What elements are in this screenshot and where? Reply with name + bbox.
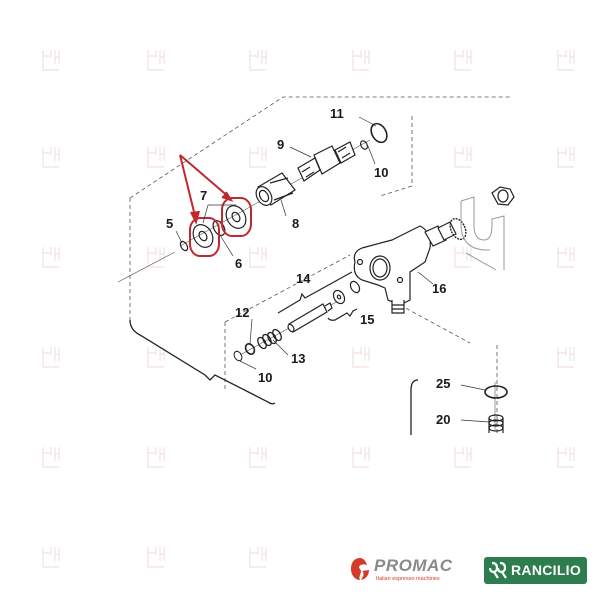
watermark-logo-icon [454,147,472,168]
watermark-logo-icon [352,50,370,71]
mounting-bracket [460,196,505,271]
watermark-logo-icon [557,347,575,368]
watermark-logo-icon [147,50,165,71]
label-part-11: 11 [330,106,344,121]
label-part-15: 15 [360,312,374,327]
label-part-14: 14 [296,271,311,286]
part-16-valve-body[interactable] [353,221,457,314]
watermark-logo-icon [557,247,575,268]
hex-nut[interactable] [491,186,515,206]
label-part-8: 8 [292,216,299,231]
promac-wordmark: PROMAC [374,556,453,575]
part-7-washer-b[interactable] [222,202,250,232]
label-part-16: 16 [432,281,446,296]
part-15-seals[interactable] [331,280,361,306]
watermark-logo-icon [147,547,165,568]
label-part-20: 20 [436,412,450,427]
part-10-o-ring-lower[interactable] [232,350,243,362]
label-part-12: 12 [235,305,249,320]
watermark-logo-icon [249,50,267,71]
lock-washer[interactable] [447,216,469,242]
part-9-threaded-fitting[interactable] [297,141,356,182]
part-10-o-ring-top[interactable] [359,140,369,151]
watermark-logo-icon [249,247,267,268]
part-14-piston[interactable] [287,302,333,333]
part-labels: 5 7 6 8 9 11 10 14 15 16 12 13 10 25 20 [166,106,450,427]
watermark-logo-icon [147,247,165,268]
watermark-logo-icon [42,347,60,368]
promac-tagline: Italian espresso machines [376,576,440,582]
label-part-10-top: 10 [374,165,388,180]
watermark-logo-icon [147,447,165,468]
group-brace [277,271,358,321]
watermark-logo-icon [42,447,60,468]
promac-swirl-icon [351,558,369,580]
part-11-o-ring[interactable] [368,121,390,145]
label-part-7: 7 [200,188,207,203]
part-25-o-ring[interactable] [484,385,508,399]
watermark-logo-icon [249,147,267,168]
highlight-annotation [179,154,252,257]
watermark-logo-icon [557,147,575,168]
rancilio-logo: RANCILIO [484,557,587,584]
promac-logo: PROMAC Italian espresso machines [346,555,471,585]
rancilio-wordmark: RANCILIO [511,562,582,578]
watermark-logo-icon [352,447,370,468]
part-12-seal[interactable] [244,342,256,356]
part-20-spring[interactable] [488,414,504,433]
label-part-9: 9 [277,137,284,152]
assembly-brace [129,319,419,435]
part-7-washer-a[interactable] [189,221,217,251]
label-part-5: 5 [166,216,173,231]
leader-lines [175,116,490,423]
assembly-outline [129,96,512,435]
watermark-logo-icon [352,347,370,368]
watermark-logo-icon [42,247,60,268]
watermark-logo-icon [42,147,60,168]
watermark-logo-icon [557,50,575,71]
label-part-6: 6 [235,256,242,271]
watermark-logo-icon [454,447,472,468]
watermark-logo-icon [557,447,575,468]
label-part-13: 13 [291,351,305,366]
watermark-logo-icon [249,547,267,568]
watermark-logo-icon [147,347,165,368]
watermark-logo-icon [147,147,165,168]
rancilio-emblem-icon [489,561,507,579]
label-part-25: 25 [436,376,450,391]
label-part-10-lower: 10 [258,370,272,385]
part-8-hex-coupling[interactable] [253,172,296,208]
watermark-logo-icon [42,547,60,568]
watermark-logo-icon [42,50,60,71]
watermark-logo-icon [454,50,472,71]
watermark-logo-icon [249,447,267,468]
part-13-spring[interactable] [256,328,283,350]
